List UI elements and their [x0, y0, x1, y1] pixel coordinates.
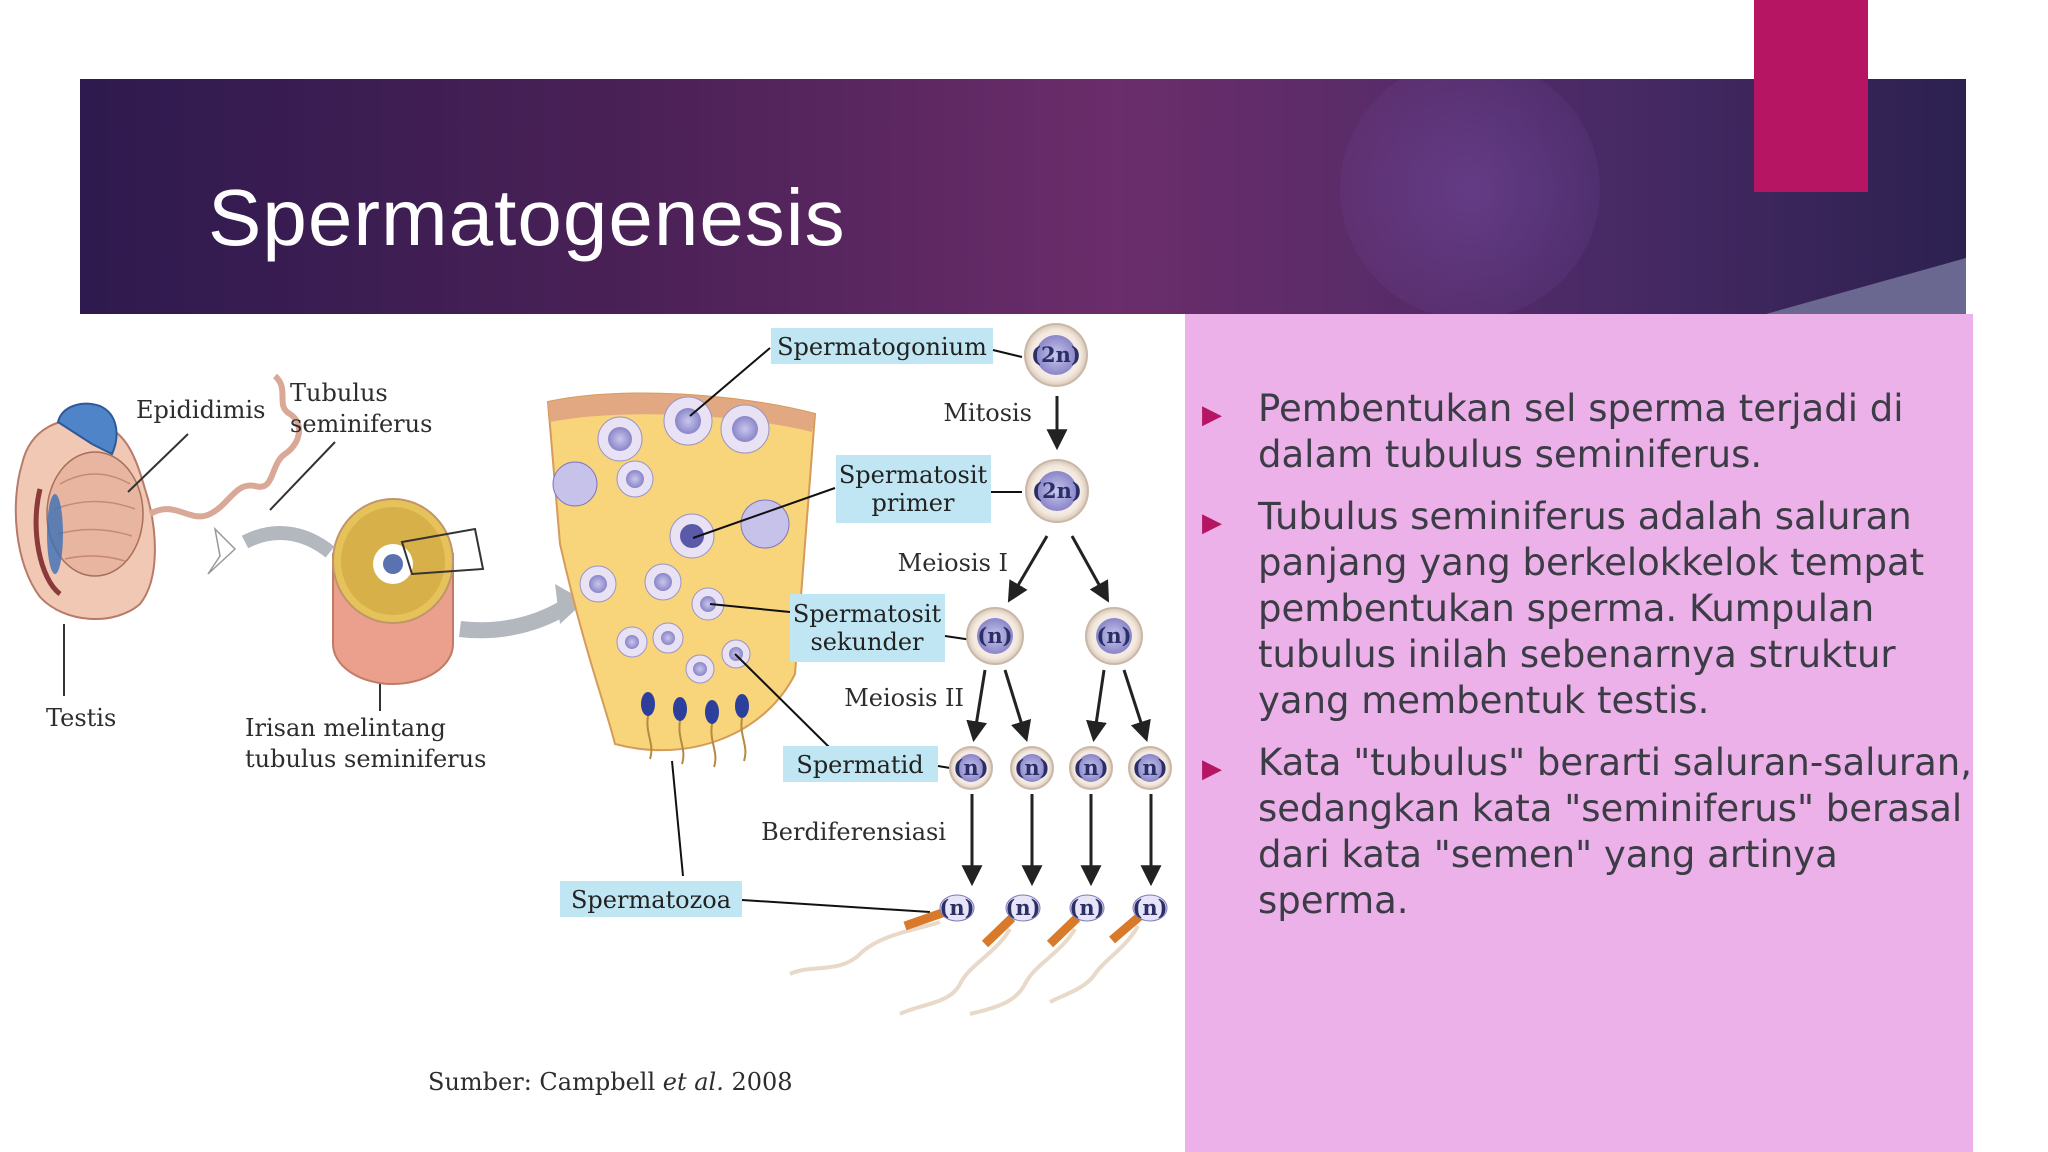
label-spermatid: Spermatid [796, 751, 923, 779]
bullet-text: Tubulus seminiferus adalah saluran panja… [1258, 495, 1925, 722]
banner-wedge [1766, 258, 1966, 314]
slide-title: Spermatogenesis [208, 173, 846, 262]
stage-mitosis: Mitosis [943, 399, 1032, 427]
label-tubulus-2: seminiferus [290, 410, 432, 438]
bullet-item: ▶ Kata "tubulus" berarti saluran-saluran… [1202, 740, 1972, 924]
ploidy-n: (n) [1073, 755, 1108, 780]
ploidy-2n: (2n) [1032, 478, 1082, 503]
ploidy-2n: (2n) [1031, 342, 1081, 367]
triangle-bullet-icon: ▶ [1202, 754, 1222, 784]
triangle-bullet-icon: ▶ [1202, 400, 1222, 430]
cell-spermatogonium: (2n) [1024, 323, 1088, 387]
ploidy-n: (n) [1005, 895, 1040, 920]
process-arrows [961, 396, 1162, 887]
ploidy-n: (n) [953, 755, 988, 780]
bullet-item: ▶ Pembentukan sel sperma terjadi di dala… [1202, 386, 1972, 478]
banner-glow [1340, 79, 1600, 314]
label-tubulus-1: Tubulus [290, 379, 388, 407]
spermatozoon: (n) [1049, 894, 1168, 1004]
source-prefix: Sumber: Campbell [428, 1068, 663, 1096]
label-irisan-1: Irisan melintang [245, 714, 446, 742]
source-etal: et al. [663, 1068, 724, 1096]
label-box-spermatosit-primer [836, 455, 991, 523]
stage-berdiferensiasi: Berdiferensiasi [761, 818, 946, 846]
spermatogenesis-diagram: Epididimis Tubulus seminiferus Testis Ir… [14, 323, 1172, 1096]
label-spermatogonium: Spermatogonium [777, 333, 987, 361]
ploidy-n: (n) [1069, 895, 1104, 920]
label-box-spermatogonium [771, 328, 993, 364]
bullet-text: Pembentukan sel sperma terjadi di dalam … [1258, 387, 1904, 476]
ploidy-n: (n) [1014, 755, 1049, 780]
bullet-item: ▶ Tubulus seminiferus adalah saluran pan… [1202, 494, 1972, 724]
label-spermatosit-primer-2: primer [872, 489, 955, 517]
cell-spermatid: (n) [1069, 746, 1113, 790]
grey-arrow-1 [241, 526, 335, 558]
bullet-list: ▶ Pembentukan sel sperma terjadi di dala… [1202, 386, 1972, 940]
ploidy-n: (n) [977, 623, 1012, 648]
ploidy-n: (n) [1096, 623, 1131, 648]
triangle-bullet-icon: ▶ [1202, 508, 1222, 538]
label-spermatosit-primer-1: Spermatosit [839, 461, 988, 489]
stage-meiosis-2: Meiosis II [844, 684, 964, 712]
cell-spermatid: (n) [1010, 746, 1054, 790]
label-spermatosit-sekunder-2: sekunder [810, 628, 924, 656]
ploidy-n: (n) [1132, 895, 1167, 920]
label-box-spermatid [783, 746, 938, 782]
label-testis: Testis [46, 704, 116, 732]
ploidy-n: (n) [939, 895, 974, 920]
label-box-spermatozoa [560, 881, 742, 917]
label-epididimis: Epididimis [136, 396, 265, 424]
bullet-text: Kata "tubulus" berarti saluran-saluran, … [1258, 741, 1972, 922]
ploidy-n: (n) [1132, 755, 1167, 780]
cell-spermatosit-sekunder: (n) [1085, 607, 1143, 665]
title-banner [80, 79, 1966, 314]
source-citation: Sumber: Campbell et al. 2008 [428, 1068, 793, 1096]
spermatozoon: (n) [789, 894, 975, 976]
tubulus-loop [148, 373, 302, 520]
cell-spermatosit-sekunder: (n) [966, 607, 1024, 665]
testis-illustration [14, 402, 156, 621]
text-panel [1185, 314, 1973, 1152]
stage-meiosis-1: Meiosis I [898, 549, 1008, 577]
cell-spermatid: (n) [1128, 746, 1172, 790]
tubulus-cross-section [332, 498, 485, 685]
source-year: 2008 [724, 1068, 793, 1096]
label-spermatosit-sekunder-1: Spermatosit [793, 600, 942, 628]
grey-arrow-2 [459, 597, 575, 639]
cell-spermatid: (n) [949, 746, 993, 790]
label-box-spermatosit-sekunder [790, 594, 945, 662]
spermatozoon: (n) [969, 894, 1105, 1016]
tubulus-wall-section [546, 392, 817, 768]
cell-spermatosit-primer: (2n) [1025, 459, 1089, 523]
label-spermatozoa: Spermatozoa [571, 886, 731, 914]
spermatozoon: (n) [899, 894, 1041, 1016]
label-irisan-2: tubulus seminiferus [245, 745, 486, 773]
accent-bar [1754, 0, 1868, 192]
